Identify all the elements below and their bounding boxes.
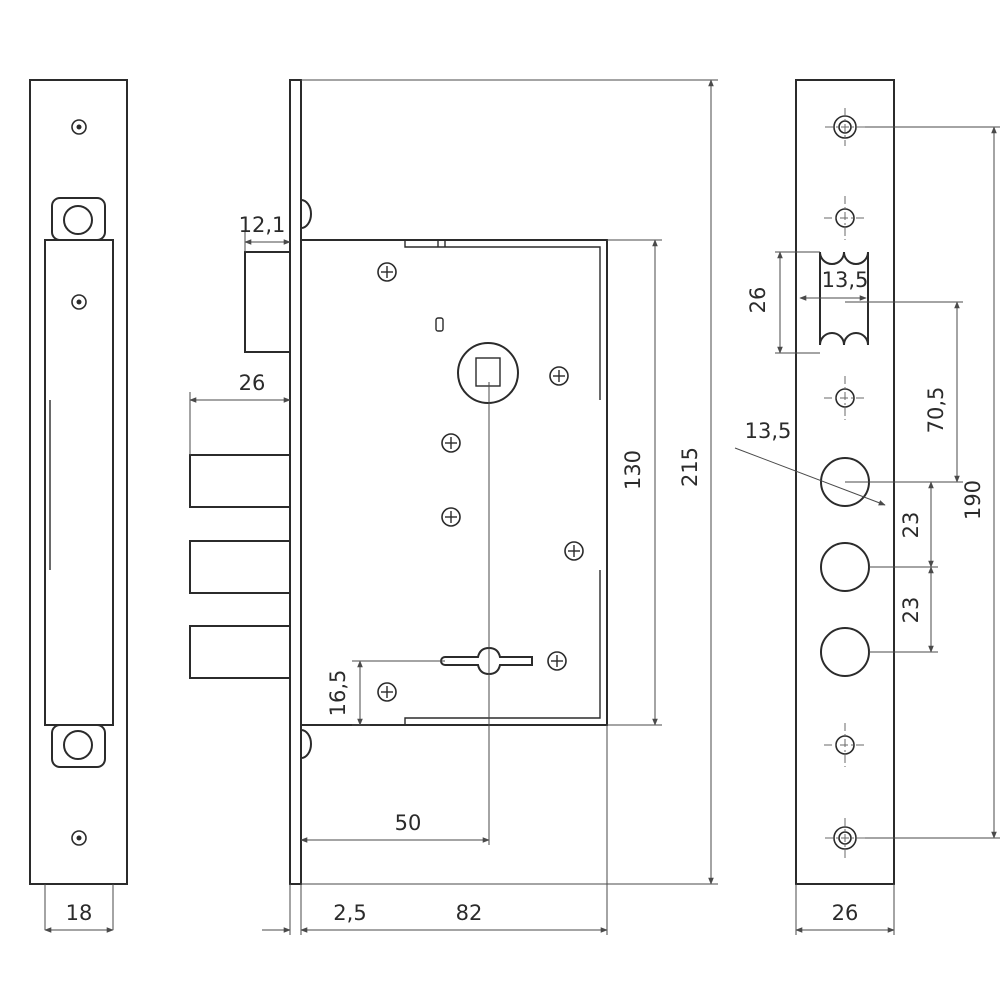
case-screw-icon <box>549 366 569 386</box>
lock-case-side-view: 12,1 26 16,5 50 2,5 82 130 215 <box>189 79 718 935</box>
keyhole-slot-icon <box>440 646 533 676</box>
dim-bolt-throw: 26 <box>239 371 266 395</box>
dim-latch-projection: 12,1 <box>239 213 286 237</box>
faceplate-screw-icon <box>71 119 87 135</box>
faceplate-front-view: 18 <box>29 79 128 933</box>
dead-bolt-3 <box>189 625 291 679</box>
dim-bolt-spacing-upper: 23 <box>899 512 923 539</box>
spindle-hub <box>457 342 519 404</box>
dim-faceplate-width: 18 <box>66 901 93 925</box>
dim-strike-screw-spacing: 190 <box>961 480 985 520</box>
dim-total-height: 215 <box>678 447 702 487</box>
case-top-flange <box>404 240 601 400</box>
spindle-square-icon <box>475 357 501 387</box>
dead-bolt-2 <box>189 540 291 594</box>
dim-faceplate-thickness: 2,5 <box>333 901 366 925</box>
faceplate-inner-plate <box>44 239 114 726</box>
faceplate-top-roller <box>51 197 106 241</box>
faceplate-outline <box>29 79 128 885</box>
faceplate-screw-icon <box>71 830 87 846</box>
case-bottom-flange <box>404 570 601 725</box>
dim-case-height: 130 <box>621 450 645 490</box>
case-screw-icon <box>547 651 567 671</box>
case-screw-icon <box>377 262 397 282</box>
side-faceplate-screw-bottom <box>300 729 312 759</box>
dim-slot-to-bolt: 70,5 <box>924 387 948 434</box>
dim-keyhole-offset: 16,5 <box>326 670 350 717</box>
latch-bolt <box>244 251 291 353</box>
case-screw-icon <box>441 433 461 453</box>
dim-bolt-spacing-lower: 23 <box>899 597 923 624</box>
case-screw-icon <box>441 507 461 527</box>
faceplate-screw-icon <box>71 294 87 310</box>
side-faceplate <box>289 79 302 885</box>
dim-strike-slot-height: 26 <box>746 287 770 314</box>
case-screw-icon <box>377 682 397 702</box>
lock-case-body <box>300 239 608 726</box>
dim-strike-slot-width: 13,5 <box>822 268 869 292</box>
side-faceplate-screw-top <box>300 199 312 229</box>
strike-bolt-hole-3 <box>820 627 870 677</box>
case-screw-icon <box>564 541 584 561</box>
dim-case-width: 82 <box>456 901 483 925</box>
dim-bolt-hole-diameter: 13,5 <box>745 419 792 443</box>
strike-plate-view: 26 13,5 70,5 13,5 23 23 190 26 <box>734 79 1000 935</box>
strike-latch-slot <box>819 251 869 346</box>
dim-strike-plate-width: 26 <box>832 901 859 925</box>
dim-backset: 50 <box>395 811 422 835</box>
faceplate-bottom-roller <box>51 724 106 768</box>
dead-bolt-1 <box>189 454 291 508</box>
case-small-slot <box>435 317 444 332</box>
strike-bolt-hole-2 <box>820 542 870 592</box>
